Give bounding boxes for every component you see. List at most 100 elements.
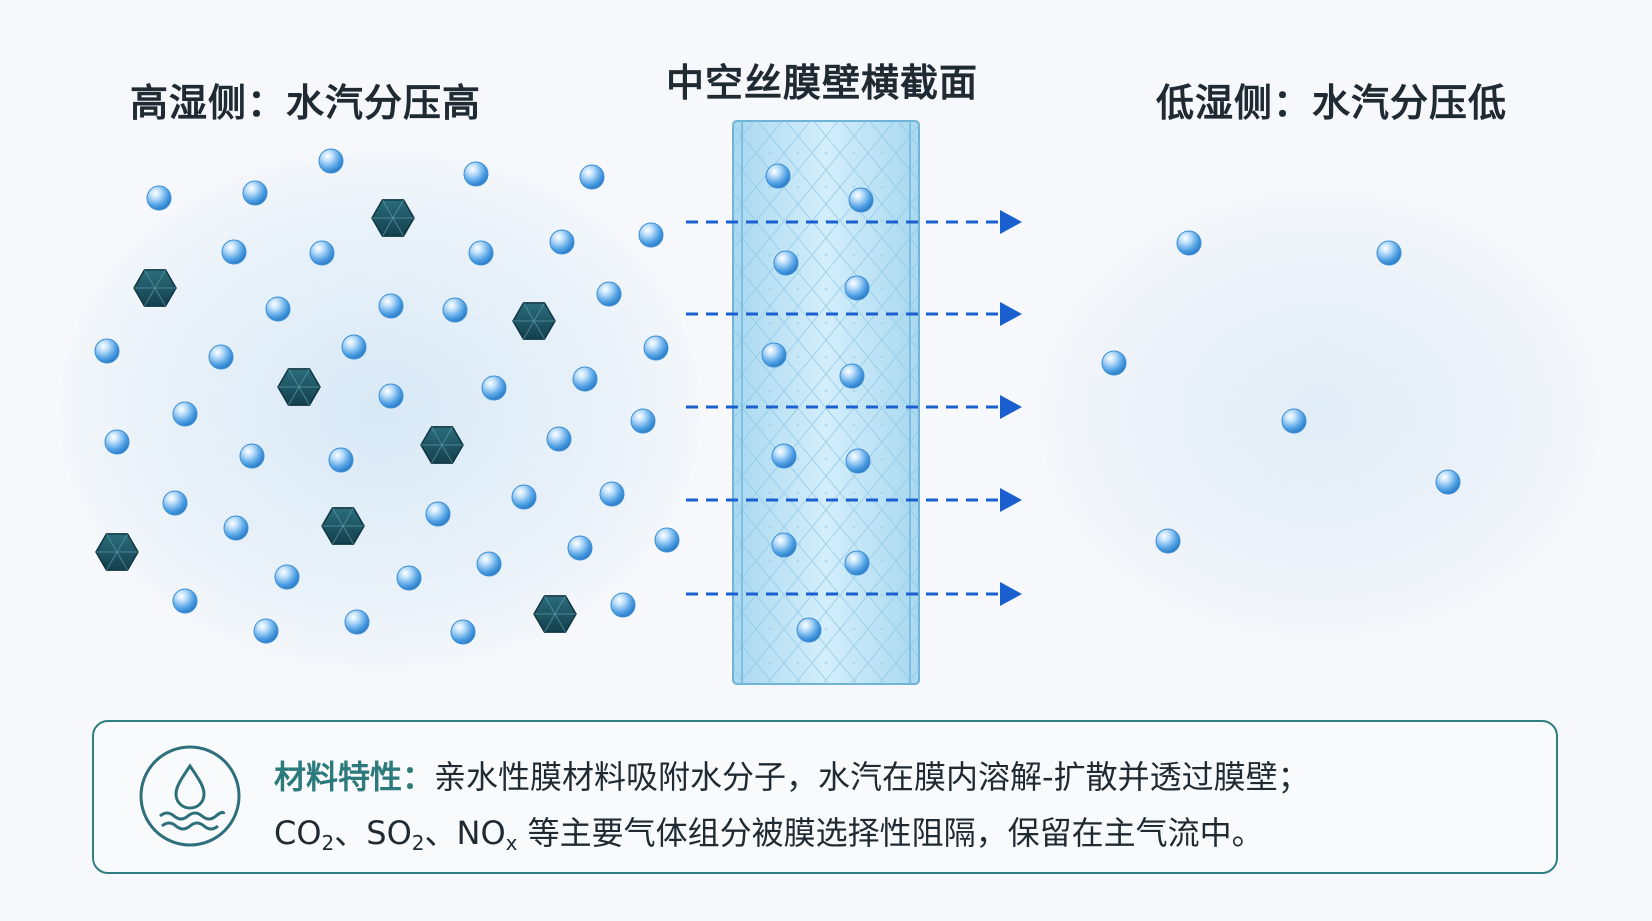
water-molecule-icon [771, 532, 797, 558]
water-molecule-icon [845, 448, 871, 474]
water-molecule-icon [579, 164, 605, 190]
low-humidity-heading: 低湿侧：水汽分压低 [1156, 81, 1508, 125]
high-humidity-heading: 高湿侧：水汽分压高 [130, 81, 482, 125]
info-line-2: CO2、SO2、NOx 等主要气体组分被膜选择性阻隔，保留在主气流中。 [274, 808, 1264, 855]
co2-sub: 2 [321, 831, 335, 855]
water-molecule-icon [328, 447, 354, 473]
water-molecule-icon [761, 342, 787, 368]
water-molecules [94, 148, 1461, 645]
water-molecule-icon [318, 148, 344, 174]
water-molecule-icon [344, 609, 370, 635]
water-molecule-icon [104, 429, 130, 455]
water-molecule-icon [265, 296, 291, 322]
high-humidity-region [60, 150, 700, 670]
water-molecule-icon [239, 443, 265, 469]
water-molecule-icon [172, 401, 198, 427]
water-molecule-icon [208, 344, 234, 370]
water-molecule-icon [468, 240, 494, 266]
info-text-1: 亲水性膜材料吸附水分子，水汽在膜内溶解-扩散并透过膜壁； [434, 758, 1310, 796]
pollutant-molecules [95, 199, 577, 633]
diffusion-arrows [686, 210, 1022, 606]
water-molecule-icon [309, 240, 335, 266]
water-molecule-icon [341, 334, 367, 360]
water-molecule-icon [765, 163, 791, 189]
so2-formula: SO2 [366, 814, 425, 855]
arrowhead-icon [1000, 210, 1022, 234]
water-molecule-icon [567, 535, 593, 561]
pollutant-molecule-icon [133, 269, 177, 307]
arrowhead-icon [1000, 582, 1022, 606]
water-molecule-icon [654, 527, 680, 553]
co2-formula: CO2 [274, 814, 335, 855]
water-molecule-icon [94, 338, 120, 364]
water-molecule-icon [146, 185, 172, 211]
water-molecule-icon [1101, 350, 1127, 376]
water-molecule-icon [1435, 469, 1461, 495]
water-molecule-icon [1155, 528, 1181, 554]
water-molecule-icon [546, 426, 572, 452]
water-molecule-icon [162, 490, 188, 516]
material-properties-box: 材料特性：亲水性膜材料吸附水分子，水汽在膜内溶解-扩散并透过膜壁； CO2、SO… [92, 720, 1558, 874]
water-molecule-icon [638, 222, 664, 248]
water-molecule-icon [476, 551, 502, 577]
water-molecule-icon [773, 250, 799, 276]
water-molecule-icon [511, 484, 537, 510]
separator: 、 [334, 814, 367, 852]
info-label: 材料特性： [274, 758, 435, 796]
water-drop-waves-icon [139, 745, 241, 847]
so2-prefix: SO [366, 814, 412, 852]
membrane-wall [732, 120, 920, 685]
water-molecule-icon [1281, 408, 1307, 434]
water-molecule-icon [425, 501, 451, 527]
water-molecule-icon [242, 180, 268, 206]
water-molecule-icon [223, 515, 249, 541]
pollutant-molecule-icon [95, 533, 139, 571]
water-molecule-icon [844, 275, 870, 301]
arrowhead-icon [1000, 302, 1022, 326]
pollutant-molecule-icon [512, 302, 556, 340]
water-molecule-icon [1376, 240, 1402, 266]
water-molecule-icon [378, 383, 404, 409]
water-molecule-icon [549, 229, 575, 255]
water-molecule-icon [844, 550, 870, 576]
arrowhead-icon [1000, 488, 1022, 512]
nox-prefix: NO [456, 814, 506, 852]
water-molecule-icon [599, 481, 625, 507]
nox-formula: NOx [456, 814, 518, 855]
water-molecule-icon [596, 281, 622, 307]
arrowhead-icon [1000, 395, 1022, 419]
membrane-heading: 中空丝膜壁横截面 [666, 61, 979, 105]
pollutant-molecule-icon [533, 595, 577, 633]
water-molecule-icon [221, 239, 247, 265]
info-text-2: 等主要气体组分被膜选择性阻隔，保留在主气流中。 [517, 814, 1264, 852]
water-molecule-icon [274, 564, 300, 590]
water-molecule-icon [172, 588, 198, 614]
water-molecule-icon [771, 443, 797, 469]
water-molecule-icon [463, 161, 489, 187]
water-molecule-icon [253, 618, 279, 644]
water-molecule-icon [572, 366, 598, 392]
water-molecule-icon [643, 335, 669, 361]
pollutant-molecule-icon [420, 426, 464, 464]
co2-prefix: CO [274, 814, 322, 852]
water-molecule-icon [796, 617, 822, 643]
separator: 、 [424, 814, 457, 852]
water-molecule-icon [481, 375, 507, 401]
nox-sub: x [505, 831, 518, 855]
water-molecule-icon [848, 187, 874, 213]
water-molecule-icon [442, 297, 468, 323]
so2-sub: 2 [411, 831, 425, 855]
pollutant-molecule-icon [321, 507, 365, 545]
water-molecule-icon [378, 293, 404, 319]
pollutant-molecule-icon [371, 199, 415, 237]
water-molecule-icon [630, 408, 656, 434]
water-molecule-icon [450, 619, 476, 645]
water-molecule-icon [610, 592, 636, 618]
water-molecule-icon [396, 565, 422, 591]
water-molecule-icon [1176, 230, 1202, 256]
low-humidity-region [1040, 190, 1600, 640]
info-line-1: 材料特性：亲水性膜材料吸附水分子，水汽在膜内溶解-扩散并透过膜壁； [274, 752, 1310, 798]
water-molecule-icon [839, 363, 865, 389]
pollutant-molecule-icon [277, 368, 321, 406]
